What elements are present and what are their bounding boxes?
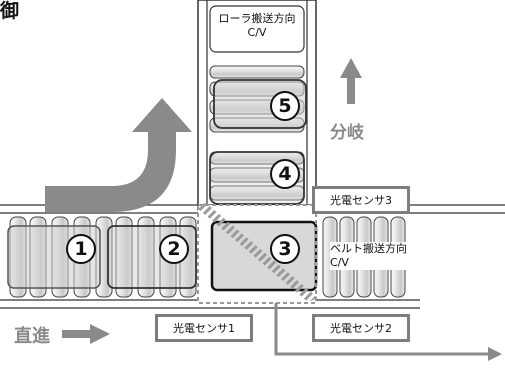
- roller-label-box: [209, 5, 305, 53]
- sensor-1-label: 光電センサ1: [155, 314, 253, 342]
- roller-conveyor-label: ローラ搬送方向 C/V: [218, 12, 296, 39]
- item-1-number: 1: [66, 234, 96, 264]
- heading-fragment: 御: [0, 0, 20, 22]
- item-2-number: 2: [159, 234, 189, 264]
- item-5-number: 5: [270, 91, 300, 121]
- branch-label: 分岐: [330, 123, 364, 143]
- belt-conveyor-label: ベルト搬送方向 C/V: [330, 242, 410, 270]
- sensor-beam: [196, 203, 318, 302]
- output-line-arrow: [274, 303, 502, 361]
- item-4-number: 4: [270, 159, 300, 189]
- branch-curve-arrow: [45, 98, 192, 212]
- sensor-3-label: 光電センサ3: [312, 186, 410, 214]
- sensor-zone: [197, 204, 317, 304]
- straight-label: 直進: [14, 326, 50, 347]
- branch-up-arrow: [340, 58, 362, 104]
- sensor-2-label: 光電センサ2: [312, 314, 410, 342]
- item-3-number: 3: [270, 234, 300, 264]
- straight-arrow: [62, 324, 110, 344]
